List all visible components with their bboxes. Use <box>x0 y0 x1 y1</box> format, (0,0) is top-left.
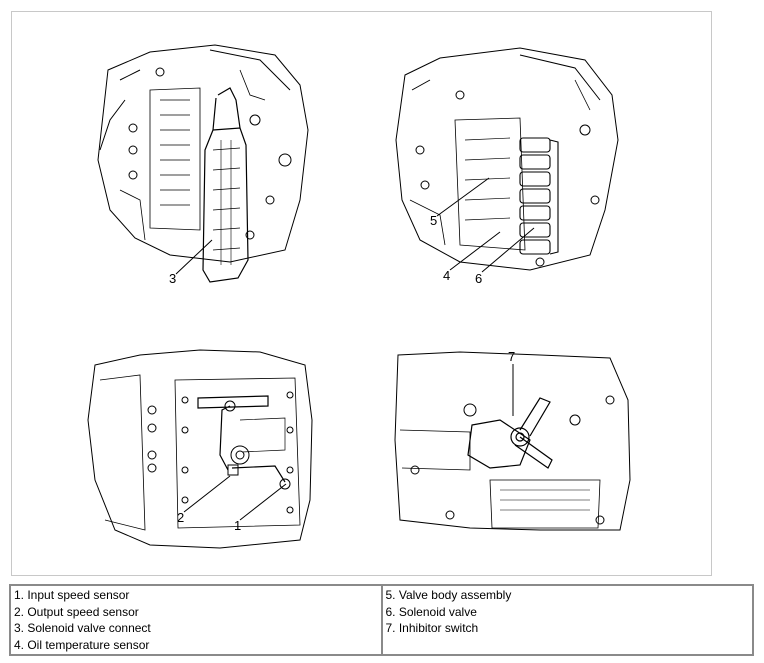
legend-item-solenoid-valve-connect: 3. Solenoid valve connect <box>14 621 151 635</box>
legend-right-column: 5. Valve body assembly 6. Solenoid valve… <box>380 584 754 656</box>
legend-item-output-speed-sensor: 2. Output speed sensor <box>14 604 139 619</box>
legend-item-input-speed-sensor: 1. Input speed sensor <box>14 588 130 602</box>
legend-left-column: 1. Input speed sensor 2. Output speed se… <box>9 584 383 656</box>
legend-item-valve-body-assembly: 5. Valve body assembly <box>385 588 512 602</box>
inhibitor-switch <box>467 397 553 469</box>
callout-4: 4 <box>443 268 450 283</box>
callout-1: 1 <box>234 518 241 533</box>
leader-lines <box>175 177 535 521</box>
view-top-right <box>395 47 619 271</box>
legend-item-oil-temperature-sensor: 4. Oil temperature sensor <box>14 637 150 652</box>
callout-6: 6 <box>475 271 482 286</box>
view-bottom-left <box>87 349 313 549</box>
callout-5: 5 <box>430 213 437 228</box>
legend-table: 1. Input speed sensor 2. Output speed se… <box>9 584 754 656</box>
view-top-left <box>97 44 309 283</box>
legend-item-solenoid-valve: 6. Solenoid valve <box>385 604 477 619</box>
callout-3: 3 <box>169 271 176 286</box>
callout-2: 2 <box>177 510 184 525</box>
callout-7: 7 <box>508 349 515 364</box>
view-bottom-right <box>394 351 631 531</box>
legend-item-inhibitor-switch: 7. Inhibitor switch <box>385 621 479 635</box>
solenoid-valve-stack <box>519 137 559 255</box>
speed-sensor-harness <box>197 395 286 483</box>
solenoid-connector-cover <box>202 127 249 283</box>
figure-frame <box>11 11 712 576</box>
